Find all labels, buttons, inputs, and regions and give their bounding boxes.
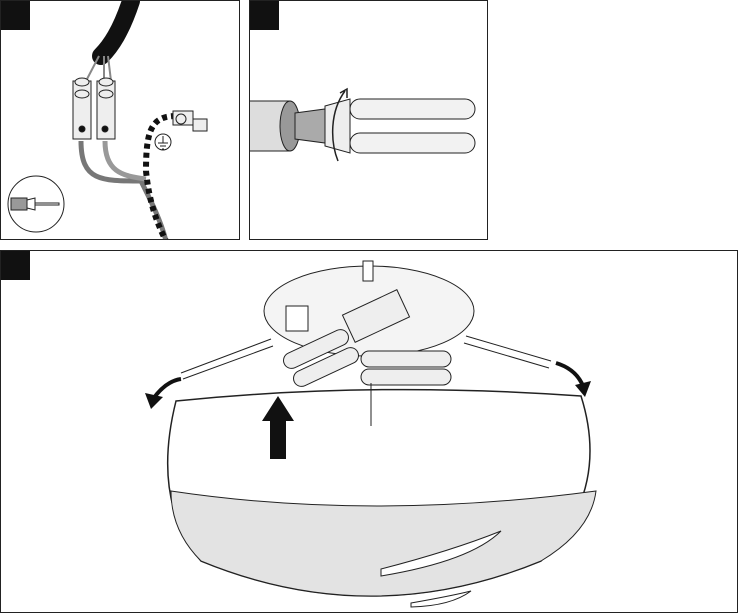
step-marker [1, 251, 30, 280]
screwdriver-icon [7, 175, 65, 233]
step-marker [250, 1, 279, 30]
bulb-socket-illustration [250, 87, 476, 162]
terminal-block-icon [72, 77, 116, 140]
panel-bulb-insertion [249, 0, 488, 240]
panel-shade-mounting [0, 250, 738, 613]
earth-ground-icon [154, 133, 172, 151]
panel-wiring [0, 0, 240, 240]
wiring-illustration [7, 1, 208, 239]
shade-mounting-illustration [145, 260, 597, 608]
rotate-arrow-icon [331, 87, 348, 162]
step-marker [1, 1, 30, 30]
up-arrow-icon [262, 396, 294, 459]
curved-arrow-right-icon [555, 361, 585, 387]
